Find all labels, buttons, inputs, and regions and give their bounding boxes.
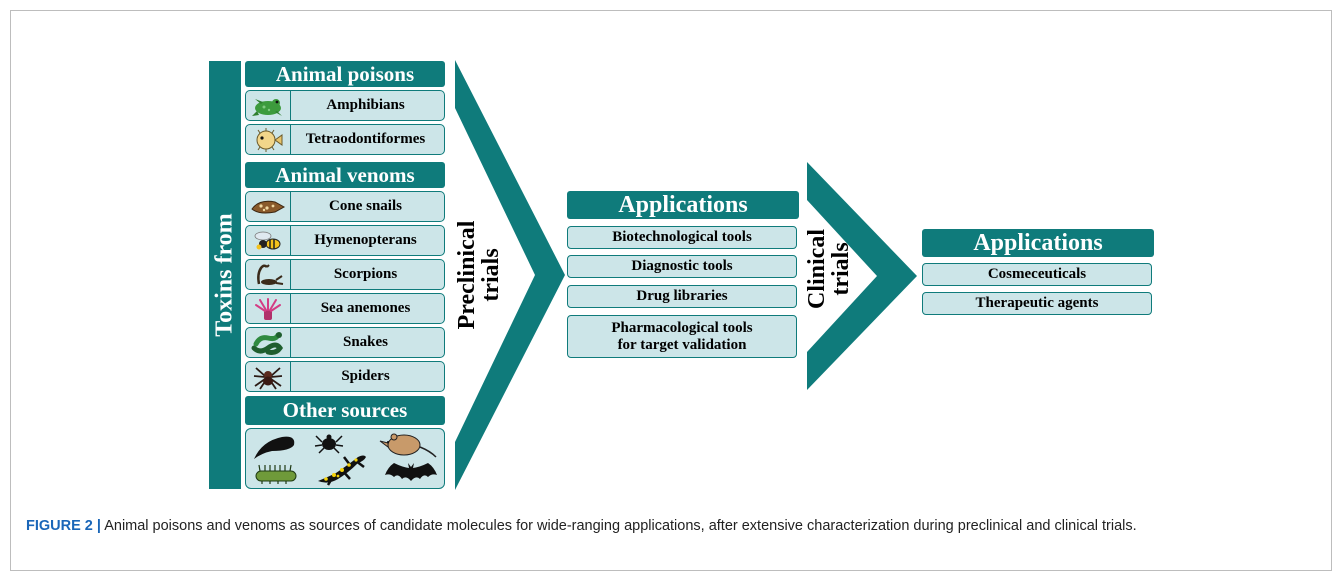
sea-anemone-icon [246,294,290,323]
animal-venoms-header: Animal venoms [245,162,445,188]
clinical-arrow [807,162,917,390]
figure-caption: FIGURE 2 | Animal poisons and venoms as … [26,516,1316,537]
list-item-label: Snakes [342,334,389,350]
list-item-amphibians: Amphibians [245,90,445,121]
list-item-label: Sea anemones [320,300,411,316]
spider-icon [246,362,290,391]
pufferfish-icon [246,125,290,154]
cone-snail-icon [246,192,290,221]
scorpion-icon [246,260,290,289]
list-item-scorpions: Scorpions [245,259,445,290]
tick-icon [314,432,344,459]
bat-icon [384,461,438,490]
toxins-from-bar: Toxins from [209,61,241,489]
app-item-therapeutic-agents: Therapeutic agents [922,292,1152,315]
caterpillar-icon [254,463,298,490]
list-item-cone-snails: Cone snails [245,191,445,222]
other-sources-panel [245,428,445,489]
app-item-diagnostic-tools: Diagnostic tools [567,255,797,278]
applications-header-2: Applications [922,229,1154,257]
list-item-label: Amphibians [326,97,405,113]
app-item-pharmacological-tools: Pharmacological tools for target validat… [567,315,797,358]
shrew-icon [374,429,438,464]
list-item-label: Cone snails [329,198,402,214]
figure-label: FIGURE 2 | [26,518,101,534]
applications-header-1: Applications [567,191,799,219]
app-item-biotechnological-tools: Biotechnological tools [567,226,797,249]
wasp-icon [246,226,290,255]
app-item-cosmeceuticals: Cosmeceuticals [922,263,1152,286]
app-item-drug-libraries: Drug libraries [567,285,797,308]
list-item-spiders: Spiders [245,361,445,392]
preclinical-trials-label: Preclinical trials [454,220,504,330]
list-item-sea-anemones: Sea anemones [245,293,445,324]
list-item-tetraodontiformes: Tetraodontiformes [245,124,445,155]
figure-frame [10,10,1332,571]
list-item-snakes: Snakes [245,327,445,358]
toxins-from-label: Toxins from [211,213,238,337]
list-item-hymenopterans: Hymenopterans [245,225,445,256]
list-item-label: Spiders [341,368,390,384]
snake-icon [246,328,290,357]
animal-poisons-header: Animal poisons [245,61,445,87]
other-sources-header: Other sources [245,396,445,425]
list-item-label: Hymenopterans [314,232,417,248]
preclinical-arrow [455,60,565,490]
list-item-label: Tetraodontiformes [305,131,426,147]
salamander-icon [314,451,370,494]
leech-icon [252,433,298,466]
caption-text: Animal poisons and venoms as sources of … [104,518,1137,534]
frog-icon [246,91,290,120]
list-item-label: Scorpions [333,266,398,282]
clinical-trials-label: Clinical trials [804,228,854,310]
